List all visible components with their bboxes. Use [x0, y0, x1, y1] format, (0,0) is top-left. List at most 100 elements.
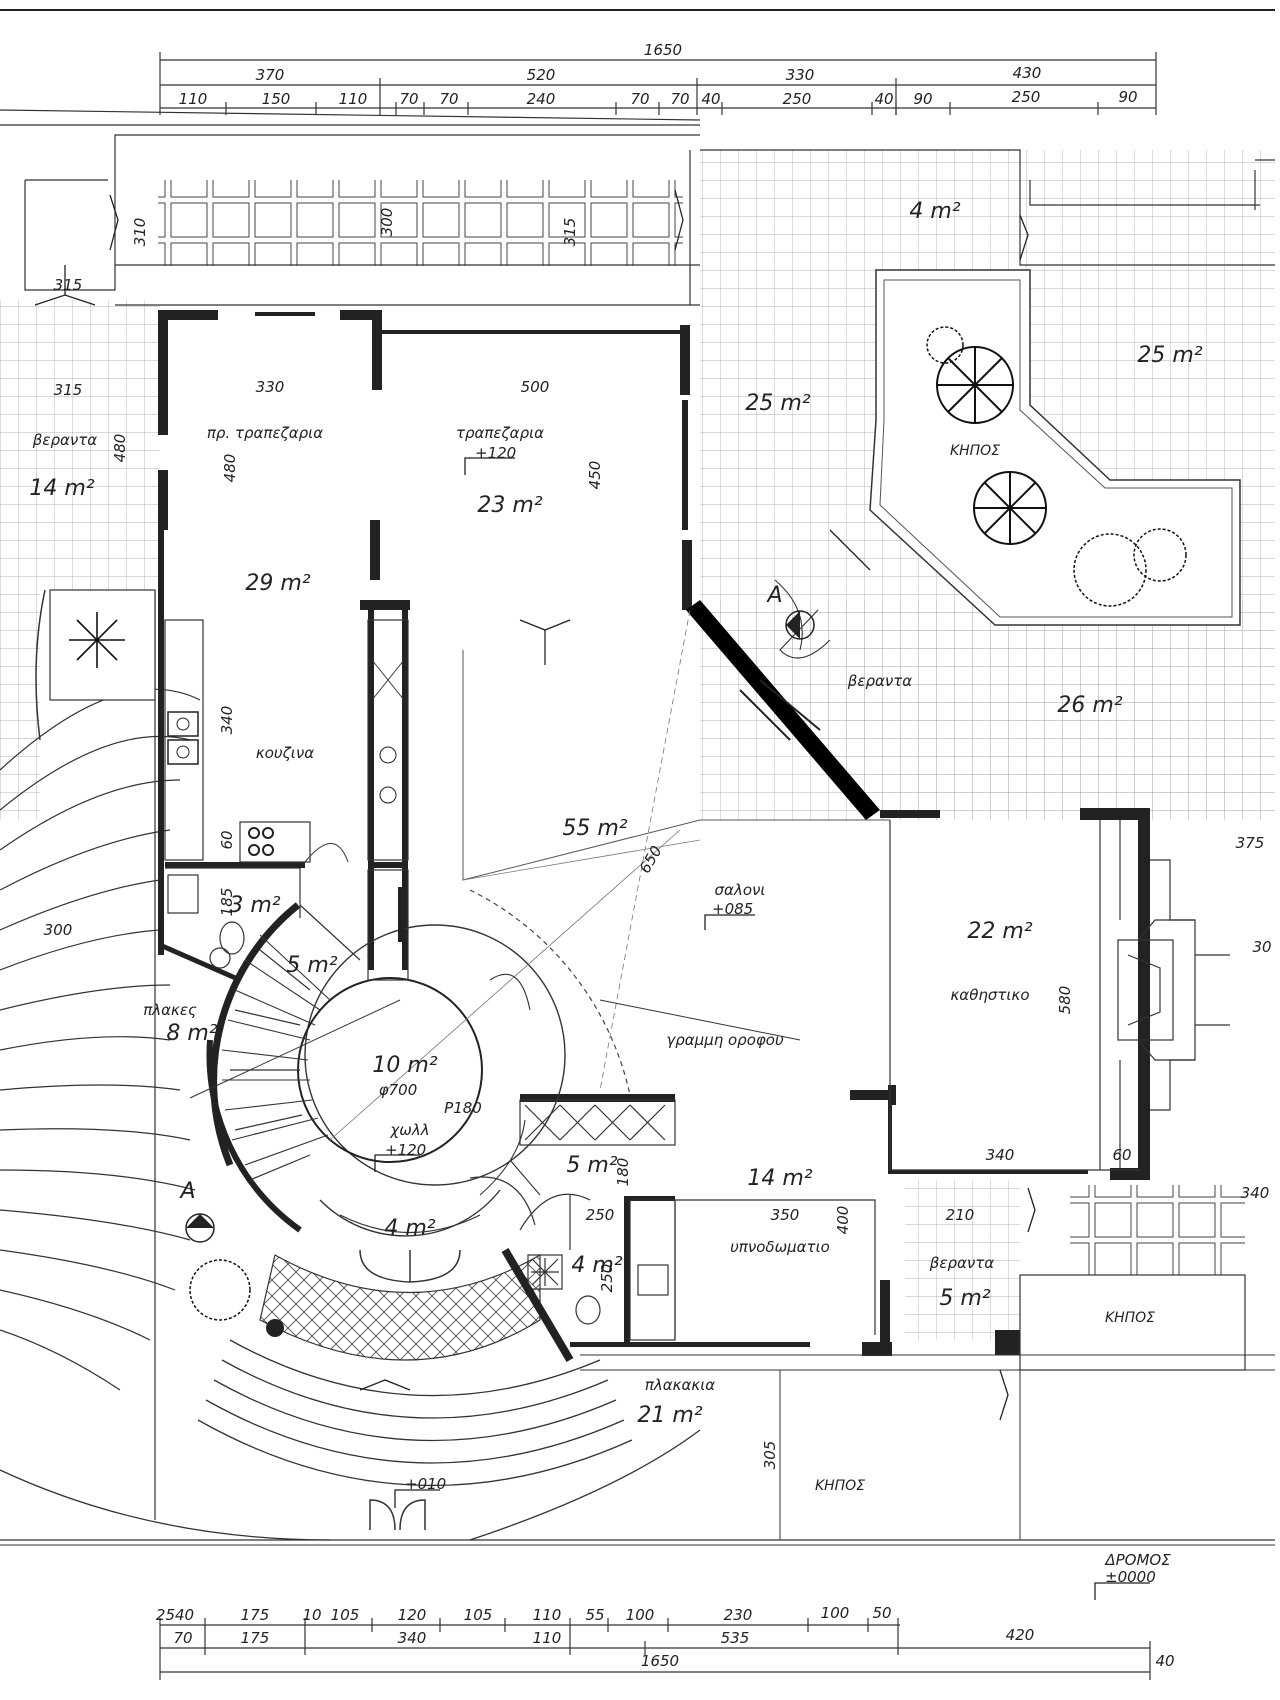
- roof-line-leader: [599, 999, 801, 1041]
- dim-110b: 110: [339, 90, 368, 108]
- kitchen-door: [304, 843, 349, 863]
- area-terrace-25a: 25 m²: [745, 391, 810, 416]
- dim-340-right: 340: [1241, 1184, 1270, 1202]
- dim-650: 650: [636, 843, 666, 877]
- round-hall: [189, 902, 566, 1237]
- area-wc-3: 3 m²: [229, 893, 280, 918]
- dim-315-top: 315: [561, 218, 579, 247]
- dim-240: 240: [527, 90, 556, 108]
- kitchen-counter: [164, 619, 409, 863]
- dim-375: 375: [1236, 834, 1265, 852]
- top-walls: [0, 109, 1275, 306]
- dim-b-340: 340: [398, 1629, 427, 1647]
- dim-400: 400: [834, 1206, 852, 1235]
- walls: [158, 310, 1150, 1356]
- dim-top-330: 330: [786, 66, 815, 84]
- dim-340-kitchen: 340: [218, 706, 236, 735]
- area-living-55: 55 m²: [562, 816, 627, 841]
- label-veranda-left: βεραντα: [32, 431, 97, 449]
- dim-480-left: 480: [111, 434, 129, 463]
- dim-b-230: 230: [724, 1606, 753, 1624]
- dim-300-left: 300: [44, 921, 73, 939]
- dim-top-total: 1650: [644, 41, 682, 59]
- pavement-strip-top: [158, 180, 683, 266]
- area-terrace-25b: 25 m²: [1137, 343, 1202, 368]
- dim-b-100a: 100: [626, 1606, 655, 1624]
- dim-90b: 90: [1118, 88, 1137, 106]
- dim-70a: 70: [399, 90, 418, 108]
- label-roof-line: γραμμη οροφου: [666, 1031, 784, 1049]
- dim-70c: 70: [630, 90, 649, 108]
- label-section-A: A: [178, 1179, 195, 1204]
- label-living: σαλονι: [715, 881, 766, 899]
- dim-250: 250: [586, 1206, 615, 1224]
- area-sitting-22: 22 m²: [967, 919, 1032, 944]
- dim-b-55: 55: [585, 1606, 604, 1624]
- label-phi700: φ700: [379, 1081, 418, 1099]
- area-bedroom-14: 14 m²: [747, 1166, 812, 1191]
- section-marker-icon: [185, 610, 815, 1337]
- label-hall: χωλλ: [389, 1121, 429, 1139]
- dim-top-520: 520: [527, 66, 556, 84]
- dim-b-70: 70: [173, 1629, 192, 1647]
- label-garden-right: ΚΗΠΟΣ: [1105, 1310, 1155, 1326]
- area-tiles-8: 8 m²: [166, 1021, 217, 1046]
- label-r180: P180: [444, 1099, 482, 1117]
- dim-250a: 250: [783, 90, 812, 108]
- area-tiling-21: 21 m²: [637, 1403, 702, 1428]
- label-hall-level: +120: [385, 1141, 426, 1159]
- dim-60: 60: [218, 830, 236, 849]
- area-veranda-left: 14 m²: [29, 476, 94, 501]
- label-garden-bottom: ΚΗΠΟΣ: [815, 1478, 865, 1494]
- dim-top-370: 370: [256, 66, 285, 84]
- bottom-dimension-lines: [159, 1618, 1151, 1680]
- label-bedroom: υπνοδωματιο: [730, 1238, 830, 1256]
- dim-300: 300: [378, 208, 396, 237]
- dim-185: 185: [218, 888, 236, 917]
- ceiling-line: [462, 650, 890, 881]
- label-kitchen: κουζινα: [256, 744, 314, 762]
- dim-250-bath: 250: [598, 1264, 616, 1293]
- dim-305: 305: [761, 1441, 779, 1470]
- curved-stairs-bottom: [0, 1339, 701, 1541]
- dim-b-2540: 2540: [156, 1606, 194, 1624]
- roof-line-arc: [469, 889, 631, 1096]
- entry-paving: [259, 1253, 541, 1361]
- dim-315-left: 315: [54, 276, 83, 294]
- dim-b-420: 420: [1006, 1626, 1035, 1644]
- dim-350: 350: [771, 1206, 800, 1224]
- label-pr-dining: πρ. τραπεζαρια: [207, 424, 323, 442]
- label-section-A2: A: [765, 583, 782, 608]
- dim-315-veranta: 315: [54, 381, 83, 399]
- dim-70d: 70: [670, 90, 689, 108]
- dim-70b: 70: [439, 90, 458, 108]
- top-dimension-lines: [159, 52, 1157, 115]
- label-tiling: πλακακια: [645, 1376, 715, 1394]
- dim-210: 210: [946, 1206, 975, 1224]
- dim-b-50: 50: [872, 1604, 891, 1622]
- dim-310: 310: [131, 218, 149, 247]
- wc-small: [158, 867, 301, 983]
- label-street: ΔΡΟΜΟΣ: [1104, 1551, 1171, 1569]
- area-entry-4: 4 m²: [384, 1216, 435, 1241]
- area-bath-4: 4 m²: [571, 1253, 622, 1278]
- dim-90a: 90: [913, 90, 932, 108]
- label-tiles: πλακες: [143, 1001, 197, 1019]
- label-living-level: +085: [712, 900, 753, 918]
- area-dining: 23 m²: [477, 493, 542, 518]
- label-garden-top: ΚΗΠΟΣ: [950, 443, 1000, 459]
- dim-b-100b: 100: [821, 1604, 850, 1622]
- label-veranda-small: βεραντα: [929, 1254, 994, 1272]
- dim-b-105b: 105: [464, 1606, 493, 1624]
- dim-150: 150: [262, 90, 291, 108]
- label-dining: τραπεζαρια: [456, 424, 544, 442]
- dim-450: 450: [586, 461, 604, 490]
- dim-30: 30: [1252, 938, 1271, 956]
- dim-b-10: 10: [302, 1606, 321, 1624]
- dim-top-430: 430: [1013, 64, 1042, 82]
- spiral-stairs: [221, 934, 331, 1166]
- dim-580: 580: [1056, 986, 1074, 1015]
- tree-icon: [68, 326, 1187, 1321]
- area-veranda-26: 26 m²: [1057, 693, 1122, 718]
